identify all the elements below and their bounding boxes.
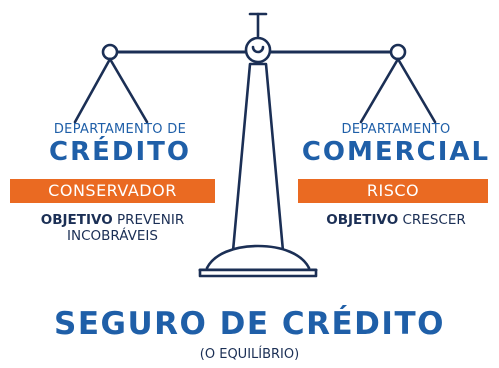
right-badge: RISCO xyxy=(298,179,488,203)
right-department-label: DEPARTAMENTO xyxy=(341,122,451,137)
footer-subtitle: (O EQUILÍBRIO) xyxy=(199,347,300,362)
left-badge: CONSERVADOR xyxy=(10,179,215,203)
left-objective-label: OBJETIVO xyxy=(40,212,113,228)
right-objective: OBJETIVO CRESCER xyxy=(296,212,496,228)
right-objective-label: OBJETIVO xyxy=(326,212,399,228)
right-objective-text: CRESCER xyxy=(402,212,466,228)
left-department-name: CRÉDITO xyxy=(49,137,191,167)
left-department-label: DEPARTAMENTO DE xyxy=(53,122,187,137)
right-department-name: COMERCIAL xyxy=(301,137,491,167)
left-objective-line2: INCOBRÁVEIS xyxy=(67,228,158,244)
footer-title: SEGURO DE CRÉDITO xyxy=(54,306,445,342)
left-objective: OBJETIVO PREVENIR INCOBRÁVEIS xyxy=(10,212,215,244)
left-objective-line1: PREVENIR xyxy=(116,212,185,228)
